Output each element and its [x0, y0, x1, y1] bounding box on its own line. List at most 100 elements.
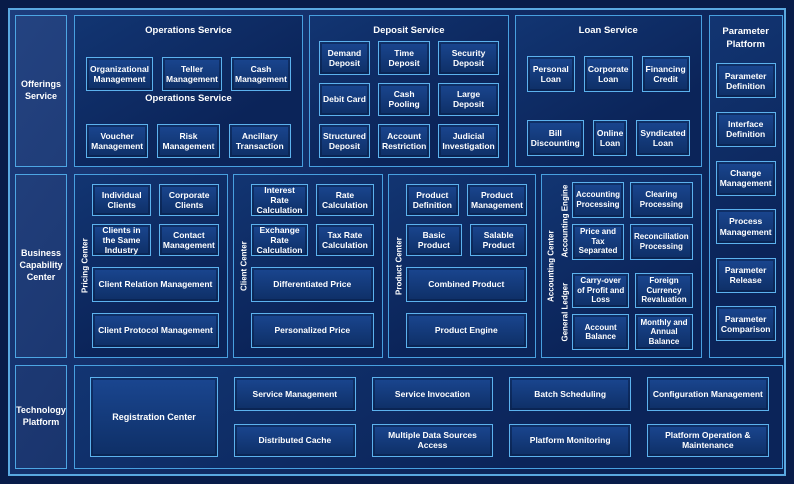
client-center-label: Client Center: [239, 241, 249, 291]
box-organizational-management: Organizational Management: [86, 57, 154, 91]
general-ledger-label: General Ledger: [560, 281, 570, 341]
box-parameter-release: Parameter Release: [715, 257, 776, 293]
sidebar-business-capability-center: Business Capability Center: [15, 174, 67, 358]
box-batch-scheduling: Batch Scheduling: [509, 377, 631, 411]
box-account-balance: Account Balance: [571, 314, 630, 350]
section-loan-service: Loan Service Personal Loan Corporate Loa…: [514, 15, 702, 167]
box-accounting-processing: Accounting Processing: [571, 182, 624, 218]
section-product-center: Product Center Product Definition Produc…: [387, 174, 536, 358]
accounting-center-label: Accounting Center: [546, 230, 556, 302]
box-cash-pooling: Cash Pooling: [377, 82, 431, 117]
box-debit-card: Debit Card: [318, 82, 370, 117]
box-tax-rate-calculation: Tax Rate Calculation: [316, 224, 374, 256]
box-rate-calculation: Rate Calculation: [316, 184, 374, 216]
box-interest-rate-calculation: Interest Rate Calculation: [250, 184, 309, 216]
box-process-management: Process Management: [715, 209, 776, 245]
box-structured-deposit: Structured Deposit: [318, 124, 370, 158]
box-platform-monitoring: Platform Monitoring: [509, 423, 631, 457]
loan-title: Loan Service: [578, 25, 638, 36]
box-individual-clients: Individual Clients: [92, 184, 152, 216]
parameter-platform-title: Parameter Platform: [722, 26, 769, 50]
box-carry-over-of-profit-and-loss: Carry-over of Profit and Loss: [571, 272, 630, 309]
box-online-loan: Online Loan: [592, 120, 628, 156]
operations-row-2: Voucher Management Risk Management Ancil…: [86, 124, 291, 158]
sidebar-technology-label: Technology Platform: [16, 405, 66, 427]
parameter-boxes: Parameter Definition Interface Definitio…: [715, 56, 776, 349]
box-registration-center: Registration Center: [90, 377, 218, 457]
deposit-grid: Demand Deposit Time Deposit Security Dep…: [318, 41, 499, 158]
box-basic-product: Basic Product: [405, 224, 463, 256]
box-syndicated-loan: Syndicated Loan: [636, 120, 690, 156]
box-account-restriction: Account Restriction: [377, 124, 431, 158]
box-risk-management: Risk Management: [157, 124, 220, 158]
box-client-protocol-management: Client Protocol Management: [92, 313, 219, 348]
box-financing-credit: Financing Credit: [641, 55, 690, 92]
product-content: Product Definition Product Management Ba…: [405, 184, 527, 348]
general-ledger-grid: Carry-over of Profit and Loss Foreign Cu…: [571, 272, 693, 350]
box-multiple-data-sources-access: Multiple Data Sources Access: [371, 423, 494, 457]
box-client-relation-management: Client Relation Management: [92, 267, 219, 302]
box-bill-discounting: Bill Discounting: [526, 120, 584, 156]
sidebar-offerings-label: Offerings Service: [20, 79, 61, 101]
accounting-engine-group: Accounting Engine Accounting Processing …: [558, 182, 693, 260]
middle-row: Pricing Center Individual Clients Corpor…: [74, 174, 702, 358]
pricing-content: Individual Clients Corporate Clients Cli…: [92, 184, 219, 348]
box-service-management: Service Management: [234, 377, 356, 411]
accounting-groups: Accounting Engine Accounting Processing …: [558, 182, 693, 350]
box-product-management: Product Management: [467, 184, 527, 216]
box-clearing-processing: Clearing Processing: [629, 182, 693, 218]
box-demand-deposit: Demand Deposit: [318, 41, 370, 75]
box-configuration-management: Configuration Management: [647, 377, 769, 411]
box-cash-management: Cash Management: [231, 57, 291, 91]
deposit-title: Deposit Service: [373, 25, 445, 36]
box-clients-same-industry: Clients in the Same Industry: [92, 224, 151, 256]
section-accounting-center: Accounting Center Accounting Engine Acco…: [540, 174, 702, 358]
box-combined-product: Combined Product: [405, 267, 527, 302]
box-price-and-tax-separated: Price and Tax Separated: [571, 223, 624, 260]
client-content: Interest Rate Calculation Rate Calculati…: [250, 184, 374, 348]
sidebar-offerings-service: Offerings Service: [15, 15, 67, 167]
box-monthly-and-annual-balance: Monthly and Annual Balance: [635, 314, 693, 350]
top-row: Operations Service Organizational Manage…: [74, 15, 702, 167]
section-operations-service: Operations Service Organizational Manage…: [74, 15, 303, 167]
box-product-engine: Product Engine: [405, 313, 527, 348]
section-pricing-center: Pricing Center Individual Clients Corpor…: [74, 174, 228, 358]
box-exchange-rate-calculation: Exchange Rate Calculation: [250, 224, 309, 256]
section-deposit-service: Deposit Service Demand Deposit Time Depo…: [308, 15, 509, 167]
box-platform-operation-maintenance: Platform Operation & Maintenance: [647, 423, 769, 457]
box-parameter-comparison: Parameter Comparison: [715, 306, 776, 342]
box-personalized-price: Personalized Price: [250, 313, 374, 348]
section-client-center: Client Center Interest Rate Calculation …: [232, 174, 383, 358]
sidebar-business-label: Business Capability Center: [19, 248, 63, 282]
box-reconciliation-processing: Reconciliation Processing: [629, 223, 693, 260]
section-parameter-platform: Parameter Platform Parameter Definition …: [708, 15, 783, 358]
sidebar-technology-platform: Technology Platform: [15, 365, 67, 469]
loan-row-1: Personal Loan Corporate Loan Financing C…: [526, 55, 690, 92]
box-ancillary-transaction: Ancillary Transaction: [228, 124, 291, 158]
general-ledger-group: General Ledger Carry-over of Profit and …: [558, 272, 693, 350]
diagram-canvas: Offerings Service Operations Service Org…: [8, 8, 786, 476]
accounting-engine-grid: Accounting Processing Clearing Processin…: [571, 182, 693, 260]
box-foreign-currency-revaluation: Foreign Currency Revaluation: [635, 272, 693, 309]
operations-mid-label: Operations Service: [145, 93, 232, 104]
box-differentiated-price: Differentiated Price: [250, 267, 374, 302]
box-contact-management: Contact Management: [158, 224, 219, 256]
technology-platform-grid: Service Management Service Invocation Ba…: [234, 377, 769, 457]
operations-title: Operations Service: [145, 25, 232, 36]
box-time-deposit: Time Deposit: [377, 41, 431, 75]
operations-row-1: Organizational Management Teller Managem…: [86, 57, 291, 91]
box-parameter-definition: Parameter Definition: [715, 63, 776, 99]
box-interface-definition: Interface Definition: [715, 111, 776, 147]
box-salable-product: Salable Product: [470, 224, 527, 256]
box-corporate-loan: Corporate Loan: [583, 55, 633, 92]
box-service-invocation: Service Invocation: [371, 377, 494, 411]
pricing-center-label: Pricing Center: [80, 238, 90, 294]
box-corporate-clients: Corporate Clients: [159, 184, 219, 216]
accounting-engine-label: Accounting Engine: [560, 184, 570, 258]
box-large-deposit: Large Deposit: [438, 82, 499, 117]
box-change-management: Change Management: [715, 160, 776, 196]
box-security-deposit: Security Deposit: [438, 41, 499, 75]
box-judicial-investigation: Judicial Investigation: [438, 124, 499, 158]
box-personal-loan: Personal Loan: [526, 55, 575, 92]
